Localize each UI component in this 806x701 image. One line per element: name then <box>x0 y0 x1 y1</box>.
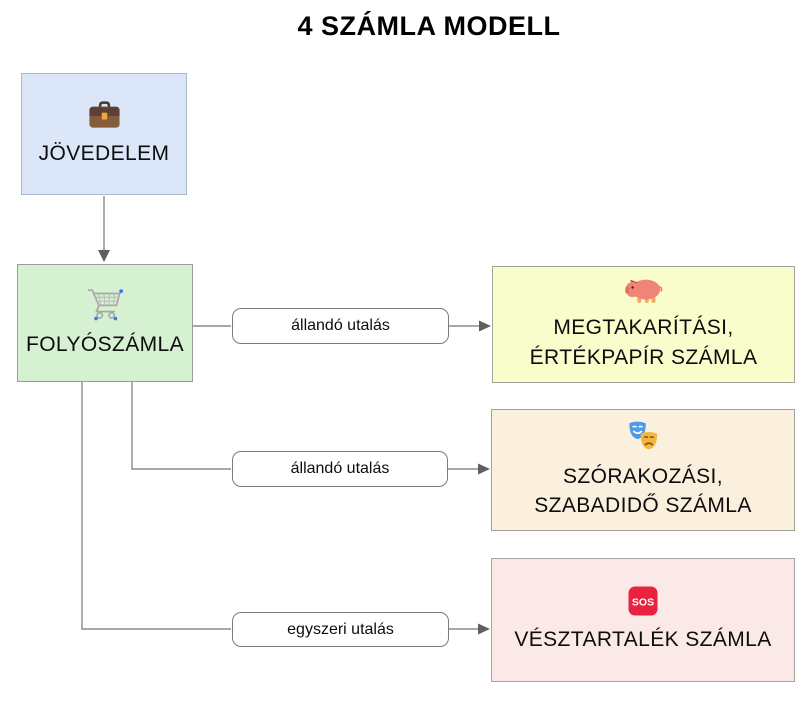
node-szorakozasi-szabadido-szamla: SZÓRAKOZÁSI, SZABADIDŐ SZÁMLA <box>491 409 795 531</box>
briefcase-icon <box>88 100 121 130</box>
node-folyoszamla: FOLYÓSZÁMLA <box>17 264 193 382</box>
node-megtakaritasi-ertekpapir-szamla: MEGTAKARÍTÁSI, ÉRTÉKPAPÍR SZÁMLA <box>492 266 795 383</box>
edge-label-text: állandó utalás <box>290 460 390 477</box>
node-jovedelem: JÖVEDELEM <box>21 73 187 195</box>
pig-icon <box>624 277 663 304</box>
arrowhead-right-icon <box>478 463 490 475</box>
edge-label-text: egyszeri utalás <box>287 620 394 638</box>
arrowhead-down-icon <box>98 250 110 262</box>
arrowhead-right-icon <box>478 623 490 635</box>
node-label-line2: SZABADIDŐ SZÁMLA <box>534 494 752 517</box>
edge-current-to-pill2 <box>131 382 231 470</box>
diagram-title: 4 SZÁMLA MODELL <box>297 11 561 41</box>
node-label: FOLYÓSZÁMLA <box>25 333 185 357</box>
sos-icon-text: SOS <box>632 596 654 608</box>
sos-icon: SOS <box>628 586 658 616</box>
node-label: VÉSZTARTALÉK SZÁMLA <box>514 627 772 651</box>
node-label-line1: SZÓRAKOZÁSI, <box>563 464 723 488</box>
node-label: JÖVEDELEM <box>38 141 170 165</box>
edge-label-text: állandó utalás <box>291 317 390 334</box>
edge-arrowheads <box>98 250 491 635</box>
edge-label-egyszeri-utalas: egyszeri utalás <box>232 612 449 647</box>
node-label-line2: ÉRTÉKPAPÍR SZÁMLA <box>529 345 758 369</box>
node-vesztartalek-szamla: SOS VÉSZTARTALÉK SZÁMLA <box>491 558 795 682</box>
arrowhead-right-icon <box>479 320 491 332</box>
edge-label-allando-utalas-2: állandó utalás <box>232 451 448 487</box>
shopping-cart-icon <box>86 286 124 321</box>
edge-label-allando-utalas-1: állandó utalás <box>232 308 449 344</box>
theater-masks-icon <box>626 420 660 453</box>
edge-lines <box>81 196 479 630</box>
node-label-line1: MEGTAKARÍTÁSI, <box>553 316 734 340</box>
edge-current-to-pill3 <box>81 382 231 630</box>
